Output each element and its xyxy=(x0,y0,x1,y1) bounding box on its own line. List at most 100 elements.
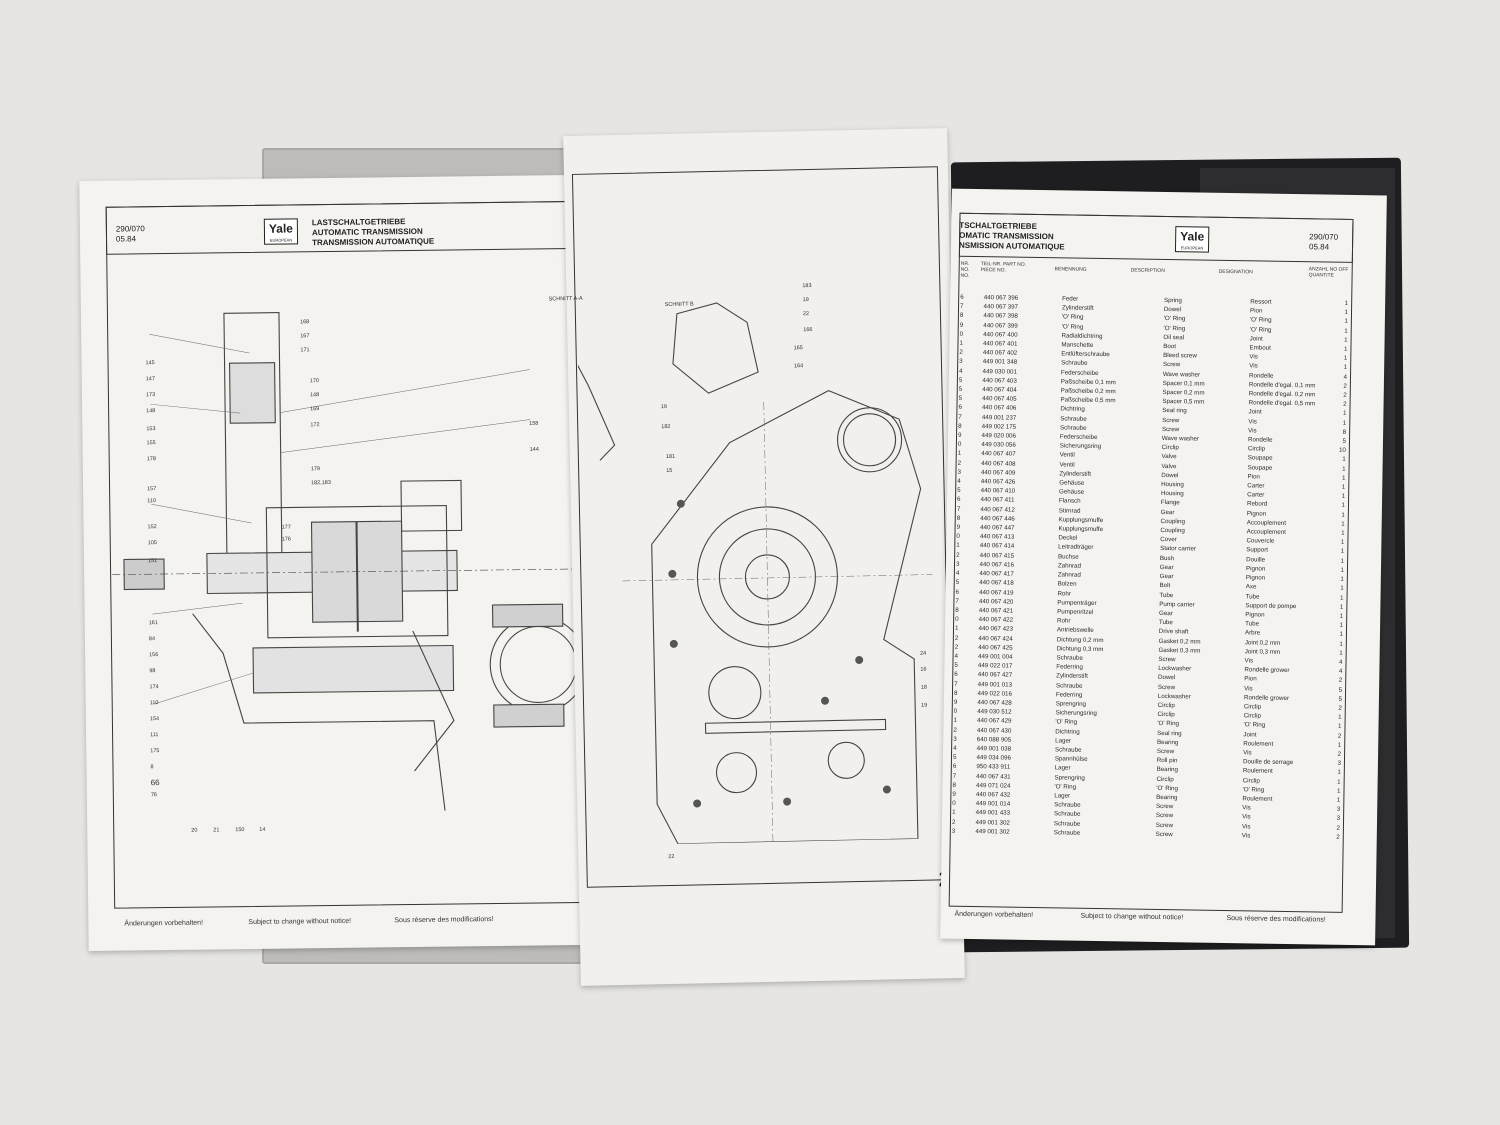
housing-front-view-drawing xyxy=(576,302,933,845)
callout-178: 178 xyxy=(146,456,156,463)
right-title-en: OMATIC TRANSMISSION xyxy=(959,230,1054,242)
right-footer-de: Änderungen vorbehalten! xyxy=(954,910,1034,919)
part-pos: 2 xyxy=(953,726,957,734)
part-pos: 7 xyxy=(952,772,957,780)
part-pos: 2 xyxy=(957,459,962,467)
part-qty: 1 xyxy=(1338,723,1342,731)
callout-19: 19 xyxy=(802,297,809,304)
part-qty: 1 xyxy=(1339,631,1344,639)
part-pos: 9 xyxy=(959,321,964,329)
part-qty: 3 xyxy=(1337,759,1341,767)
callout-156: 156 xyxy=(149,652,159,659)
callout-170: 170 xyxy=(309,378,320,385)
callout-150: 150 xyxy=(235,827,245,834)
col-header-qty: ANZAHL NO OFF QUANTITE xyxy=(1308,266,1349,279)
right-title-de: TSCHALTGETRIEBE xyxy=(959,220,1038,231)
part-name-en: Screw xyxy=(1155,830,1173,838)
callout-105: 105 xyxy=(147,540,157,547)
part-pos: 0 xyxy=(952,799,956,807)
right-doc-date: 05.84 xyxy=(1308,242,1330,252)
part-pos: 4 xyxy=(953,744,957,752)
right-page: TSCHALTGETRIEBE OMATIC TRANSMISSION NSMI… xyxy=(940,188,1387,946)
callout-145: 145 xyxy=(145,360,155,367)
part-qty: 2 xyxy=(1336,833,1340,841)
callout-21: 21 xyxy=(213,827,220,834)
callout-16: 16 xyxy=(920,666,927,673)
part-name-fr: Vis xyxy=(1241,832,1251,840)
callout-84: 84 xyxy=(148,636,156,643)
part-qty: 1 xyxy=(1344,318,1348,326)
part-qty: 1 xyxy=(1341,511,1345,519)
part-qty: 10 xyxy=(1338,446,1346,455)
callout-15: 15 xyxy=(666,467,673,475)
footer-de: Änderungen vorbehalten! xyxy=(124,919,204,928)
part-pos: 0 xyxy=(953,707,958,715)
part-pos: 4 xyxy=(954,652,959,660)
callout-179: 179 xyxy=(310,466,321,473)
part-pos: 3 xyxy=(957,468,961,476)
part-qty: 1 xyxy=(1341,520,1345,528)
callout-167: 167 xyxy=(300,333,310,340)
part-qty: 1 xyxy=(1344,309,1349,317)
part-qty: 1 xyxy=(1344,336,1348,344)
part-qty: 5 xyxy=(1342,437,1347,445)
part-qty: 1 xyxy=(1336,787,1341,795)
part-pos: 3 xyxy=(955,560,960,568)
part-qty: 4 xyxy=(1339,658,1343,666)
callout-181: 181 xyxy=(665,453,676,461)
callout-182: 182 xyxy=(661,423,671,431)
part-qty: 4 xyxy=(1338,667,1343,675)
part-pos: 8 xyxy=(955,606,959,614)
callout-19c: 19 xyxy=(921,702,928,709)
part-pos: 2 xyxy=(956,551,960,559)
callout-22b: 22 xyxy=(668,853,675,861)
callout-182-183: 182,183 xyxy=(310,479,331,487)
part-qty: 1 xyxy=(1340,566,1345,574)
part-pos: 0 xyxy=(959,330,964,338)
right-doc-code: 290/070 xyxy=(1309,232,1339,242)
part-pos: 6 xyxy=(956,496,961,504)
callout-168: 168 xyxy=(300,319,310,326)
right-title-fr: NSMISSION AUTOMATIQUE xyxy=(958,240,1065,252)
callout-155: 155 xyxy=(146,440,156,447)
part-pos: 6 xyxy=(958,404,962,412)
callout-8: 8 xyxy=(150,764,154,771)
col-header-de: BENENNUNG xyxy=(1054,266,1087,273)
footer-fr: Sous réserve des modifications! xyxy=(394,916,494,925)
part-pos: 9 xyxy=(956,523,961,531)
callout-158: 158 xyxy=(529,420,539,427)
yale-logo-sub: EUROPEAN xyxy=(269,237,293,243)
part-pos: 2 xyxy=(959,348,963,357)
yale-logo-right-text: Yale xyxy=(1180,229,1205,244)
callout-98: 98 xyxy=(149,668,156,675)
part-pos: 7 xyxy=(955,597,959,605)
right-footer-en: Subject to change without notice! xyxy=(1080,912,1184,922)
part-qty: 2 xyxy=(1338,704,1342,712)
part-pos: 8 xyxy=(956,514,961,522)
transmission-section-drawing xyxy=(112,312,579,811)
part-pos: 5 xyxy=(958,385,963,393)
part-pos: 0 xyxy=(957,441,962,449)
part-pos: 1 xyxy=(956,542,960,550)
part-pos: 3 xyxy=(953,735,957,743)
part-qty: 1 xyxy=(1341,493,1346,501)
part-qty: 1 xyxy=(1339,640,1343,648)
callout-166: 166 xyxy=(803,326,813,334)
part-pos: 7 xyxy=(956,505,961,513)
right-footer-fr: Sous réserve des modifications! xyxy=(1226,915,1326,924)
callout-148: 148 xyxy=(146,408,156,415)
part-pos: 1 xyxy=(957,450,962,458)
callout-147: 147 xyxy=(145,376,155,383)
part-qty: 2 xyxy=(1343,391,1347,399)
part-qty: 1 xyxy=(1341,483,1346,491)
output-shaft-outline xyxy=(252,644,455,694)
part-qty: 2 xyxy=(1337,732,1342,740)
callout-172: 172 xyxy=(310,422,320,429)
part-qty: 1 xyxy=(1340,557,1345,565)
part-pos: 5 xyxy=(952,753,957,761)
part-qty: 5 xyxy=(1338,686,1343,694)
doc-date: 05.84 xyxy=(115,234,137,244)
